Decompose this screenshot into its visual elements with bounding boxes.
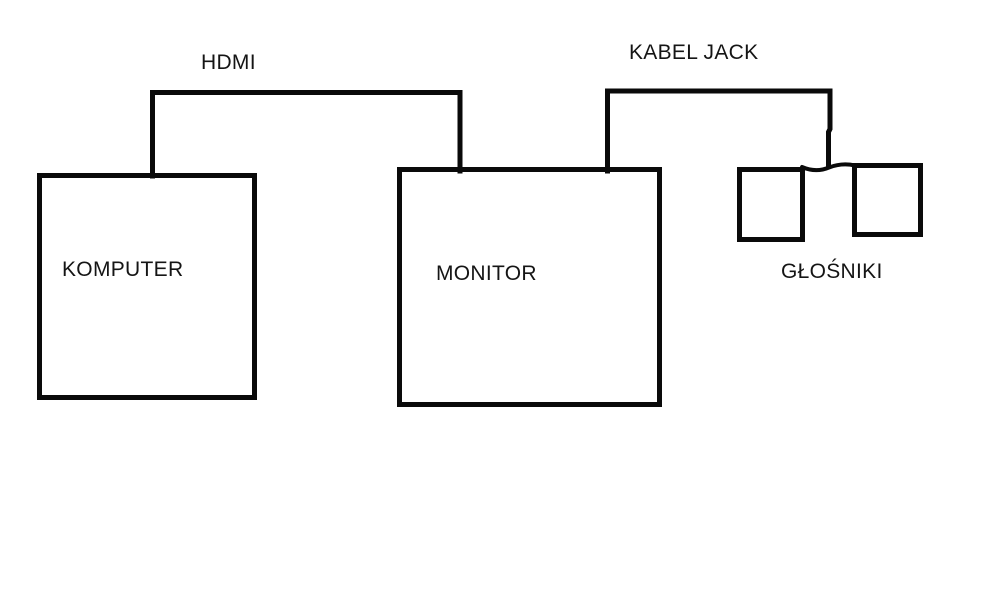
- monitor-box: [397, 167, 662, 407]
- speakers-label: GŁOŚNIKI: [781, 260, 883, 283]
- speaker-left-box: [737, 167, 805, 242]
- jack-cable-speaker-wave: [800, 162, 857, 173]
- jack-cable-line: [605, 88, 833, 174]
- komputer-label: KOMPUTER: [62, 258, 184, 281]
- monitor-label: MONITOR: [436, 262, 537, 285]
- komputer-box: [37, 173, 257, 400]
- speaker-right-box: [852, 163, 923, 237]
- jack-cable-label: KABEL JACK: [629, 41, 759, 64]
- hdmi-cable-line: [150, 90, 463, 179]
- hdmi-cable-label: HDMI: [201, 51, 256, 74]
